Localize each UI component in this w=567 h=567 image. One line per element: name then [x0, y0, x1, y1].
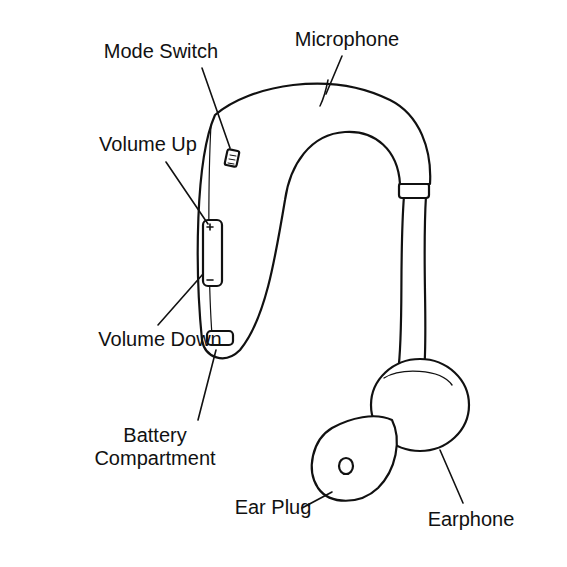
volume-rocker	[203, 220, 222, 286]
volume-down-mark	[207, 279, 213, 281]
part-label: Ear Plug	[235, 496, 312, 519]
leader-line	[202, 68, 230, 148]
leader-line	[198, 350, 216, 420]
mode-switch-grip	[228, 155, 236, 164]
ear-plug	[312, 416, 397, 500]
part-label: Earphone	[428, 508, 515, 531]
leader-line	[440, 450, 463, 503]
part-label: Battery Compartment	[80, 424, 230, 470]
mode-switch	[224, 149, 239, 167]
sound-tube	[398, 196, 426, 372]
part-label: Mode Switch	[104, 40, 219, 63]
leader-line	[158, 274, 203, 325]
part-label: Microphone	[295, 28, 400, 51]
leader-line	[166, 162, 208, 224]
part-label: Volume Down	[98, 328, 221, 351]
earphone-rim	[384, 371, 452, 385]
leader-lines	[158, 56, 463, 508]
device-body	[198, 84, 430, 359]
tube-ring	[399, 183, 429, 198]
ear-plug-hole	[339, 458, 353, 474]
leader-line	[326, 56, 342, 94]
volume-up-mark	[207, 224, 213, 230]
part-label: Volume Up	[99, 133, 197, 156]
